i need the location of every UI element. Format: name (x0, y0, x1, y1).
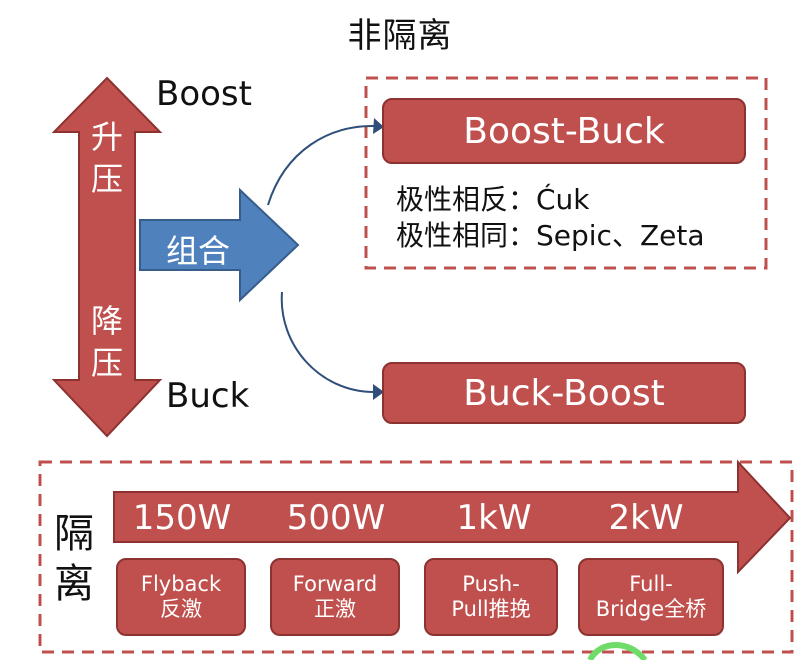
step-down-char-1: 降 (90, 302, 123, 340)
topology-forward-line1: Forward (292, 572, 378, 596)
power-arrow (113, 459, 792, 575)
topology-flyback: Flyback 反激 (116, 558, 246, 636)
cursor-highlight (587, 642, 648, 660)
boost-buck-label: Boost-Buck (463, 110, 665, 152)
power-rating-push-pull: 1kW (456, 498, 532, 538)
combine-label: 组合 (166, 232, 231, 270)
curve-arrowhead-top (373, 118, 384, 134)
power-rating-flyback: 150W (132, 498, 232, 538)
topology-forward: Forward 正激 (270, 558, 400, 636)
boost-label: Boost (156, 74, 252, 114)
topology-forward-line2: 正激 (314, 597, 356, 621)
topology-push-pull: Push- Pull推挽 (424, 558, 558, 636)
topology-full-bridge-line2: Bridge全桥 (595, 597, 707, 621)
curve-to-boost-buck (267, 124, 375, 206)
topology-push-pull-line1: Push- (462, 572, 520, 596)
step-up-char-2: 压 (90, 160, 123, 198)
boost-buck-double-arrow (51, 76, 163, 438)
step-up-char-1: 升 (90, 118, 123, 156)
topology-push-pull-line2: Pull推挽 (451, 597, 531, 621)
curve-to-buck-boost (280, 291, 375, 393)
boost-buck-box: Boost-Buck (382, 98, 746, 164)
polarity-reverse-text: 极性相反：Ćuk (396, 183, 590, 216)
step-down-char-2: 压 (90, 344, 123, 382)
combine-arrow (139, 187, 300, 303)
topology-full-bridge-line1: Full- (629, 572, 673, 596)
buck-label: Buck (166, 376, 250, 416)
topology-flyback-line2: 反激 (160, 597, 202, 621)
non-isolated-dashed-frame (364, 76, 768, 270)
topology-full-bridge: Full- Bridge全桥 (578, 558, 724, 636)
curve-arrowhead-bottom (373, 384, 384, 400)
page-title: 非隔离 (347, 16, 453, 56)
isolated-dashed-frame (38, 460, 794, 654)
isolated-char-2: 离 (54, 561, 94, 607)
polarity-same-text: 极性相同：Sepic、Zeta (396, 219, 705, 252)
buck-boost-label: Buck-Boost (463, 372, 665, 414)
topology-flyback-line1: Flyback (140, 572, 222, 596)
isolated-char-1: 隔 (54, 511, 94, 557)
buck-boost-box: Buck-Boost (382, 362, 746, 424)
power-rating-full-bridge: 2kW (608, 498, 684, 538)
power-rating-forward: 500W (286, 498, 386, 538)
